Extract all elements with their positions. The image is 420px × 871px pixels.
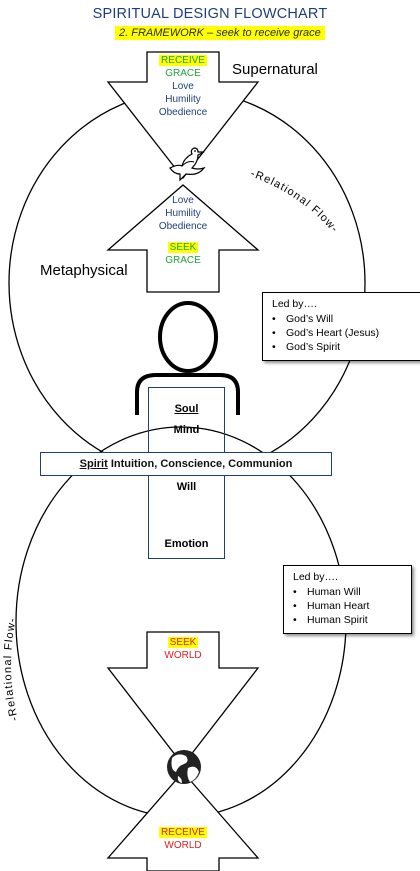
spirit-label: Spirit bbox=[79, 458, 108, 470]
receive-world-arrow bbox=[106, 771, 260, 871]
seek-grace-text: Love Humility Obedience SEEK GRACE bbox=[147, 194, 219, 267]
soul-label: Soul bbox=[174, 403, 199, 415]
list-item: Human Spirit bbox=[293, 613, 403, 627]
seek-label-upper: SEEK bbox=[167, 242, 199, 253]
list-item: Human Heart bbox=[293, 599, 403, 613]
grace-label-upper: GRACE bbox=[165, 255, 201, 266]
list-item: God’s Spirit bbox=[272, 340, 412, 354]
virtue-obedience-upper: Obedience bbox=[158, 221, 208, 232]
grace-label: GRACE bbox=[165, 68, 201, 79]
spirit-description: Intuition, Conscience, Communion bbox=[110, 458, 293, 470]
emotion-label: Emotion bbox=[164, 538, 209, 550]
list-item: God’s Will bbox=[272, 312, 412, 326]
world-label-bottom: WORLD bbox=[164, 840, 202, 851]
globe-icon bbox=[167, 750, 201, 784]
receive-label: RECEIVE bbox=[159, 55, 207, 66]
person-head bbox=[158, 301, 218, 373]
receive-world-text: RECEIVE WORLD bbox=[147, 826, 219, 852]
virtue-obedience: Obedience bbox=[158, 107, 208, 118]
page-title: SPIRITUAL DESIGN FLOWCHART bbox=[92, 6, 328, 22]
virtue-humility-upper: Humility bbox=[165, 208, 201, 219]
mind-label: Mind bbox=[173, 424, 200, 436]
seek-grace-arrow bbox=[106, 184, 260, 293]
supernatural-label: Supernatural bbox=[232, 61, 318, 78]
list-item: God’s Heart (Jesus) bbox=[272, 326, 412, 340]
list-item: Human Will bbox=[293, 585, 403, 599]
relational-flow-lower: -Relational Flow- bbox=[2, 616, 21, 722]
virtue-humility: Humility bbox=[165, 94, 201, 105]
led-by-god-box: Led by…. God’s Will God’s Heart (Jesus) … bbox=[262, 292, 420, 361]
led-by-god-heading: Led by…. bbox=[272, 298, 317, 310]
metaphysical-label: Metaphysical bbox=[40, 262, 128, 279]
receive-grace-text: RECEIVE GRACE Love Humility Obedience bbox=[147, 54, 219, 119]
seek-world-text: SEEK WORLD bbox=[147, 636, 219, 662]
led-by-god-list: God’s Will God’s Heart (Jesus) God’s Spi… bbox=[272, 312, 412, 354]
spirit-bar: Spirit Intuition, Conscience, Communion bbox=[40, 452, 332, 476]
led-by-human-list: Human Will Human Heart Human Spirit bbox=[293, 585, 403, 627]
virtue-love-upper: Love bbox=[172, 195, 194, 206]
will-label: Will bbox=[176, 481, 197, 493]
dove-icon bbox=[169, 147, 206, 182]
seek-label-lower: SEEK bbox=[167, 637, 199, 648]
world-label-lower: WORLD bbox=[164, 650, 202, 661]
relational-flow-upper: -Relational Flow- bbox=[249, 168, 341, 236]
page-subtitle: 2. FRAMEWORK – seek to receive grace bbox=[115, 26, 325, 40]
led-by-human-box: Led by…. Human Will Human Heart Human Sp… bbox=[283, 565, 412, 634]
led-by-human-heading: Led by…. bbox=[293, 571, 338, 583]
virtue-love: Love bbox=[172, 81, 194, 92]
seek-world-arrow bbox=[106, 631, 260, 767]
receive-grace-arrow bbox=[106, 51, 260, 180]
receive-label-bottom: RECEIVE bbox=[159, 827, 207, 838]
person-shoulders bbox=[135, 373, 240, 415]
